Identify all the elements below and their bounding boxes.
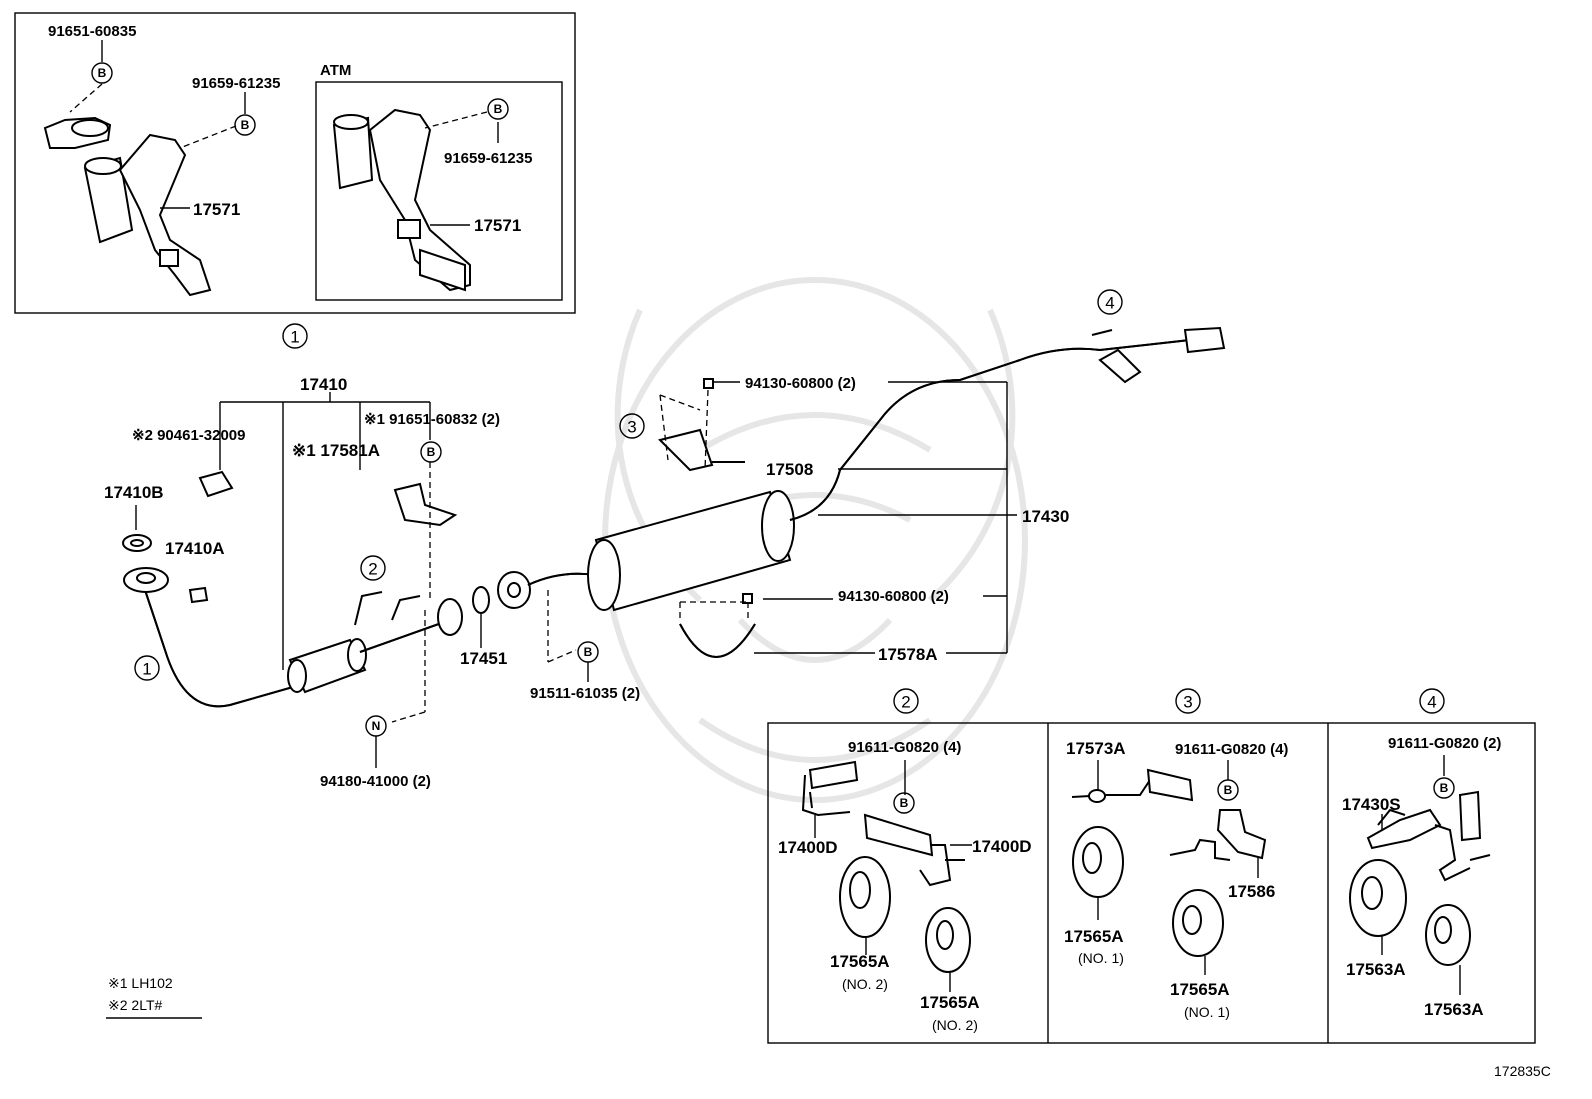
label-d3-mount-left-note: (NO. 1) bbox=[1078, 950, 1124, 966]
label-17410B: 17410B bbox=[104, 483, 164, 502]
label-17410A: 17410A bbox=[165, 539, 225, 558]
svg-text:B: B bbox=[494, 102, 503, 116]
detail-3-drawing bbox=[1071, 768, 1267, 957]
callout-main-2: 2 bbox=[360, 555, 386, 581]
bracket-17571-drawing bbox=[43, 116, 212, 297]
atm-label: ATM bbox=[320, 62, 351, 79]
code-b-d3: B bbox=[1217, 779, 1239, 801]
leader-bolt-left bbox=[179, 125, 237, 149]
leader-clamp-bolt bbox=[69, 83, 103, 113]
label-d3-bracket-right: 17586 bbox=[1228, 882, 1275, 901]
label-d3-bracket: 17573A bbox=[1066, 739, 1126, 758]
label-d2-mount-right: 17565A bbox=[920, 993, 980, 1012]
detail-4-drawing bbox=[1349, 790, 1491, 966]
label-17508: 17508 bbox=[766, 460, 813, 479]
label-d4-bracket: 17430S bbox=[1342, 795, 1401, 814]
detail-box bbox=[767, 722, 1536, 1044]
label-d2-mount-left: 17565A bbox=[830, 952, 890, 971]
label-90461: ※2 90461-32009 bbox=[132, 427, 246, 444]
label-17430: 17430 bbox=[1022, 507, 1069, 526]
svg-text:B: B bbox=[241, 118, 250, 132]
label-d3-bolt: 91611-G0820 (4) bbox=[1175, 741, 1288, 758]
callout-main-3: 3 bbox=[619, 413, 645, 439]
code-b-d2: B bbox=[893, 792, 915, 814]
label-17451: 17451 bbox=[460, 649, 507, 668]
note-2: ※2 2LT# bbox=[108, 997, 162, 1013]
label-17578A: 17578A bbox=[878, 645, 938, 664]
label-bracket-atm: 17571 bbox=[474, 216, 521, 235]
diagram-id: 172835C bbox=[1494, 1063, 1551, 1079]
code-b-clamp: B bbox=[91, 62, 113, 84]
svg-text:B: B bbox=[1224, 783, 1233, 797]
label-17581A: ※1 17581A bbox=[292, 441, 380, 460]
label-d4-mount-left: 17563A bbox=[1346, 960, 1406, 979]
label-d3-mount-right: 17565A bbox=[1170, 980, 1230, 999]
detail-2-drawing bbox=[801, 760, 971, 973]
inset-box bbox=[14, 12, 576, 314]
svg-text:B: B bbox=[584, 645, 593, 659]
tree-17410 bbox=[219, 392, 431, 670]
leader-hanger-dash2 bbox=[659, 394, 669, 461]
label-d2-bracket-right: 17400D bbox=[972, 837, 1032, 856]
svg-text:3: 3 bbox=[1183, 693, 1192, 712]
leader-hanger-dash1 bbox=[659, 394, 701, 411]
label-bracket-left: 17571 bbox=[193, 200, 240, 219]
code-n-94180: N bbox=[365, 715, 387, 737]
label-17410: 17410 bbox=[300, 375, 347, 394]
svg-text:2: 2 bbox=[368, 560, 377, 579]
leader-91511-b bbox=[547, 649, 577, 663]
callout-inset-1: 1 bbox=[282, 323, 308, 349]
callout-detail-4: 4 bbox=[1419, 688, 1445, 714]
code-b-60832: B bbox=[420, 441, 442, 463]
muffler-tailpipe-drawing bbox=[497, 326, 1226, 658]
svg-text:3: 3 bbox=[627, 418, 636, 437]
leader-bolt-atm bbox=[424, 111, 488, 129]
leader-nut-n-2 bbox=[391, 711, 426, 723]
bracket-17571-atm-drawing bbox=[332, 108, 471, 292]
callout-main-1: 1 bbox=[134, 655, 160, 681]
callout-main-4: 4 bbox=[1097, 289, 1123, 315]
code-b-left: B bbox=[234, 114, 256, 136]
label-94180: 94180-41000 (2) bbox=[320, 773, 431, 790]
label-91651-60832: ※1 91651-60832 (2) bbox=[364, 411, 500, 428]
svg-text:N: N bbox=[372, 719, 381, 733]
svg-text:B: B bbox=[98, 66, 107, 80]
callout-detail-2: 2 bbox=[893, 688, 919, 714]
label-94130-lower: 94130-60800 (2) bbox=[838, 588, 949, 605]
label-d3-mount-right-note: (NO. 1) bbox=[1184, 1004, 1230, 1020]
label-d2-bracket-left: 17400D bbox=[778, 838, 838, 857]
svg-text:4: 4 bbox=[1105, 294, 1114, 313]
label-bolt-left: 91659-61235 bbox=[192, 75, 280, 92]
label-d4-bolt: 91611-G0820 (2) bbox=[1388, 735, 1501, 752]
label-clamp-bolt: 91651-60835 bbox=[48, 23, 136, 40]
svg-text:B: B bbox=[427, 445, 436, 459]
svg-text:4: 4 bbox=[1427, 693, 1436, 712]
note-1: ※1 LH102 bbox=[108, 975, 173, 991]
tree-17430 bbox=[714, 381, 1017, 654]
label-d4-mount-right: 17563A bbox=[1424, 1000, 1484, 1019]
label-d2-bolt: 91611-G0820 (4) bbox=[848, 739, 961, 756]
leader-hanger-dash3 bbox=[704, 389, 709, 471]
label-91511: 91511-61035 (2) bbox=[530, 685, 640, 702]
label-94130-upper: 94130-60800 (2) bbox=[745, 375, 856, 392]
svg-text:B: B bbox=[900, 796, 909, 810]
svg-text:B: B bbox=[1440, 781, 1449, 795]
svg-text:1: 1 bbox=[290, 328, 299, 347]
code-b-atm: B bbox=[487, 98, 509, 120]
label-d2-mount-left-note: (NO. 2) bbox=[842, 976, 888, 992]
front-exhaust-pipe-drawing bbox=[122, 470, 490, 708]
label-d3-mount-left: 17565A bbox=[1064, 927, 1124, 946]
code-b-d4: B bbox=[1433, 777, 1455, 799]
label-d2-mount-right-note: (NO. 2) bbox=[932, 1017, 978, 1033]
svg-text:1: 1 bbox=[142, 660, 151, 679]
atm-box bbox=[315, 81, 563, 301]
code-b-91511: B bbox=[577, 641, 599, 663]
callout-detail-3: 3 bbox=[1175, 688, 1201, 714]
label-bolt-atm: 91659-61235 bbox=[444, 150, 532, 167]
svg-text:2: 2 bbox=[901, 693, 910, 712]
